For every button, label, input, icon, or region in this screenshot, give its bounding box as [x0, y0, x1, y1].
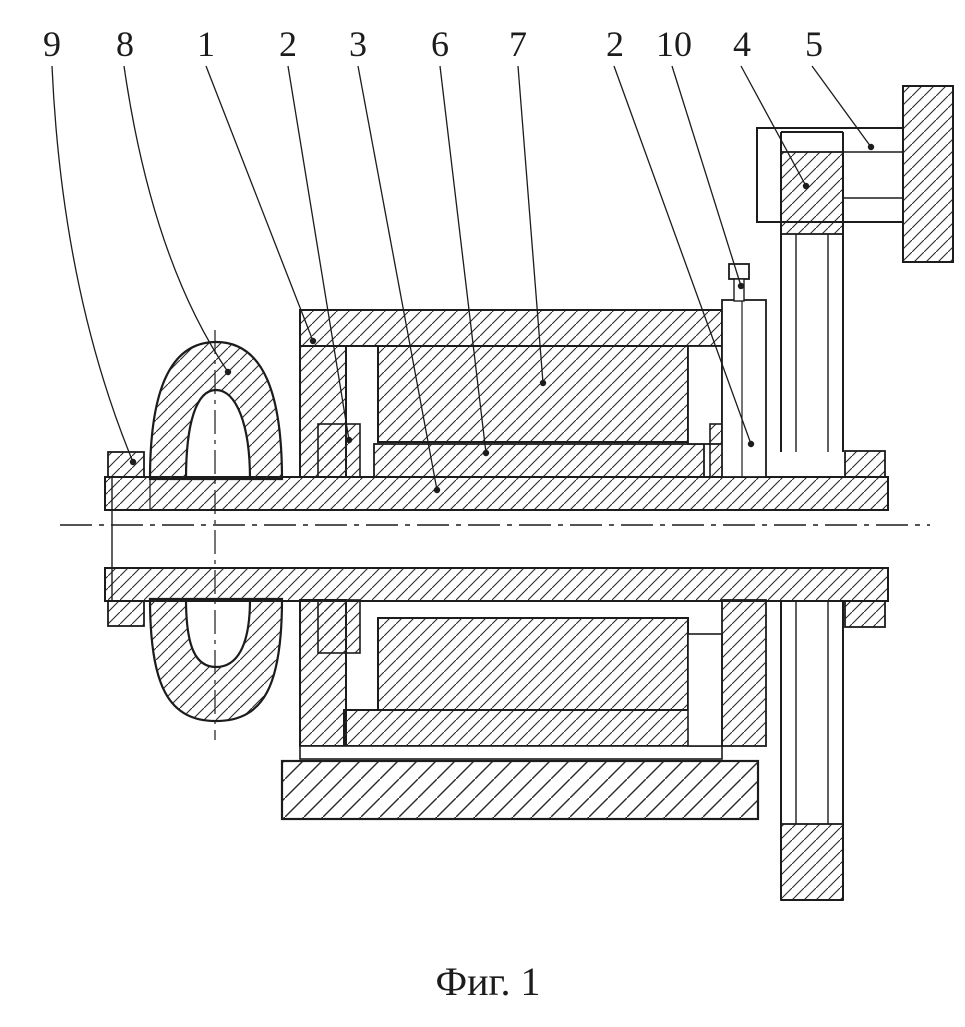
right-hub-bottom: [844, 600, 886, 628]
leader-dots: [129, 143, 875, 494]
callout-7: 7: [509, 24, 527, 64]
callout-8: 8: [116, 24, 134, 64]
right-plate-assembly: [721, 263, 767, 747]
bottom-plate: [343, 709, 721, 747]
bottom-cover: [299, 745, 723, 760]
callout-2b: 2: [606, 24, 624, 64]
right-hub-top: [844, 450, 886, 478]
callout-4: 4: [733, 24, 751, 64]
leader-2a: [287, 65, 350, 441]
stator-block-lower: [377, 617, 689, 711]
stator-block-upper: [377, 345, 689, 443]
disc-wheel: [780, 131, 844, 901]
callout-9: 9: [43, 24, 61, 64]
callout-3: 3: [349, 24, 367, 64]
left-seal-block-lower: [317, 599, 361, 654]
leader-6: [439, 65, 487, 454]
housing-lower: [280, 599, 760, 821]
leader-5: [811, 65, 872, 148]
elastic-coupling: [148, 340, 284, 723]
shaft-lower-wall: [104, 567, 889, 602]
shaft-upper-wall: [104, 476, 889, 511]
callout-labels: 9 8 1 2 3 6 7 2 10 4 5: [43, 24, 823, 64]
leader-3: [357, 65, 438, 491]
leader-1: [205, 65, 314, 342]
callout-1: 1: [197, 24, 215, 64]
base-foundation: [280, 759, 760, 821]
left-seal-block: [317, 423, 361, 478]
shaft: [104, 450, 889, 628]
callout-2a: 2: [279, 24, 297, 64]
figure-caption: Фиг. 1: [436, 959, 541, 1004]
coupling-upper-lobe: [148, 340, 284, 481]
coupling-lower-lobe: [148, 597, 284, 723]
housing-upper: [299, 309, 759, 478]
housing-top-cover: [299, 309, 723, 347]
left-collar-top: [107, 451, 145, 478]
callout-6: 6: [431, 24, 449, 64]
housing-right-wall-lower: [687, 633, 723, 747]
callout-5: 5: [805, 24, 823, 64]
right-plate: [721, 299, 767, 478]
bolt-head: [728, 263, 750, 280]
wall-section: [902, 85, 954, 263]
leader-8: [123, 65, 229, 373]
bolt-stem: [733, 278, 745, 302]
leader-7: [517, 65, 544, 384]
leader-lines: [51, 65, 875, 494]
bracket-notch: [842, 151, 903, 199]
bracket-outline: [756, 127, 904, 223]
leader-2b: [613, 65, 752, 445]
disc-rim-bottom: [780, 823, 844, 901]
callout-10: 10: [656, 24, 692, 64]
left-collar-bottom: [107, 600, 145, 627]
sleeve-upper: [373, 443, 705, 478]
leader-4: [740, 65, 807, 187]
leader-9: [51, 65, 134, 463]
bracket-and-wall: [756, 85, 954, 263]
leader-10: [671, 65, 742, 287]
right-support-lower: [721, 599, 767, 747]
disc-rim-top: [780, 151, 844, 235]
